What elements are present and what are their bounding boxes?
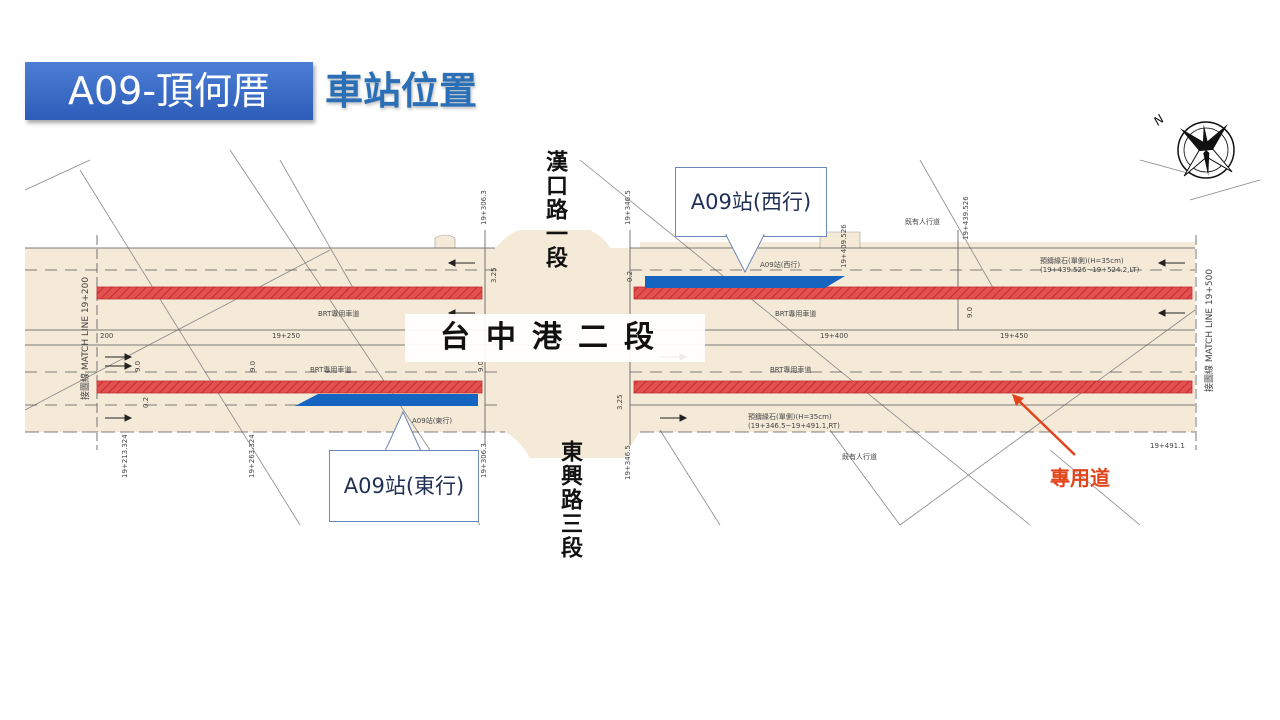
station-19-250: 19+250 bbox=[272, 332, 300, 340]
match-line-left: 接圖線 MATCH LINE 19+200 bbox=[79, 277, 91, 400]
brt-lane-south-west bbox=[96, 380, 483, 394]
callout-westbound-label: A09站(西行) bbox=[690, 190, 812, 214]
brt-lane-north-west bbox=[96, 286, 483, 300]
callout-westbound-pointer bbox=[725, 234, 765, 274]
callout-westbound-station: A09站(西行) bbox=[675, 167, 827, 237]
station-19-346-top: 19+346.5 bbox=[624, 190, 632, 225]
platform-westbound bbox=[645, 276, 845, 288]
dim-9-0-c: 9.0 bbox=[477, 361, 485, 372]
station-19-306-bot: 19+306.3 bbox=[480, 443, 488, 478]
station-19-263: 19+263.324 bbox=[248, 434, 256, 478]
brt-lane-label-3: BRT專用車道 bbox=[310, 365, 351, 374]
sidewalk-label-top: 既有人行道 bbox=[905, 217, 940, 226]
brt-lane-south-east bbox=[633, 380, 1193, 394]
brt-lane-north-east bbox=[633, 286, 1193, 300]
sidewalk-label-bottom: 既有人行道 bbox=[842, 452, 877, 461]
sidewalk-notch-left bbox=[434, 234, 456, 248]
compass-icon: N bbox=[1151, 112, 1235, 179]
section-title: 車站位置 bbox=[325, 69, 478, 113]
compass-north-label: N bbox=[1151, 112, 1167, 129]
station-19-306-top: 19+306.3 bbox=[480, 190, 488, 225]
station-19-213: 19+213.324 bbox=[121, 434, 129, 478]
dim-3-25-a: 3.25 bbox=[490, 267, 498, 283]
callout-eastbound-label: A09站(東行) bbox=[343, 474, 465, 498]
brt-lane-label-4: BRT專用車道 bbox=[770, 365, 811, 374]
sidewalk-notch-right bbox=[819, 231, 861, 248]
dedicated-lane-pointer bbox=[1017, 399, 1076, 456]
dim-0-2-b: 0.2 bbox=[142, 397, 150, 408]
station-19-439: 19+439.526 bbox=[962, 196, 970, 240]
station-19-400: 19+400 bbox=[820, 332, 848, 340]
brt-lane-label-2: BRT專用車道 bbox=[775, 309, 816, 318]
north-road-label: 漢口路一段 bbox=[542, 150, 567, 270]
dedicated-lane-arrowhead bbox=[1012, 394, 1024, 406]
dim-9-0-b: 9.0 bbox=[249, 361, 257, 372]
dim-9-0-a: 9.0 bbox=[134, 361, 142, 372]
dim-3-25-b: 3.25 bbox=[616, 394, 624, 410]
dim-0-2-a: 0.2 bbox=[626, 271, 634, 282]
dim-9-0-d: 9.0 bbox=[966, 307, 974, 318]
station-19-491: 19+491.1 bbox=[1150, 442, 1185, 450]
station-title: A09-頂何厝 bbox=[25, 62, 313, 120]
curb-range-top: (19+439.526~19+524.2,LT) bbox=[1040, 266, 1140, 274]
curb-note-top: 預鑄緣石(單側)(H=35cm) bbox=[1040, 256, 1124, 265]
platform-eastbound bbox=[295, 394, 478, 406]
south-road-label: 東興路三段 bbox=[557, 440, 582, 560]
station-19-346-bot: 19+346.5 bbox=[624, 445, 632, 480]
dedicated-lane-label: 專用道 bbox=[1050, 466, 1110, 490]
match-line-right: 接圖線 MATCH LINE 19+500 bbox=[1203, 269, 1215, 392]
station-19-450: 19+450 bbox=[1000, 332, 1028, 340]
road-edge-top bbox=[640, 242, 1195, 248]
station-200: 200 bbox=[100, 332, 113, 340]
callout-eastbound-station: A09站(東行) bbox=[329, 450, 479, 522]
curb-note-bottom: 預鑄緣石(單側)(H=35cm) bbox=[748, 412, 832, 421]
main-road-label: 台中港二段 bbox=[405, 314, 705, 362]
callout-eastbound-pointer bbox=[384, 410, 422, 452]
station-east-small-label: A09站(東行) bbox=[412, 416, 452, 425]
traffic-arrows bbox=[105, 259, 1185, 422]
brt-lane-label-1: BRT專用車道 bbox=[318, 309, 359, 318]
station-19-409: 19+409.526 bbox=[840, 224, 848, 268]
curb-range-bottom: (19+346.5~19+491.1,RT) bbox=[748, 422, 840, 430]
station-west-small-label: A09站(西行) bbox=[760, 260, 800, 269]
